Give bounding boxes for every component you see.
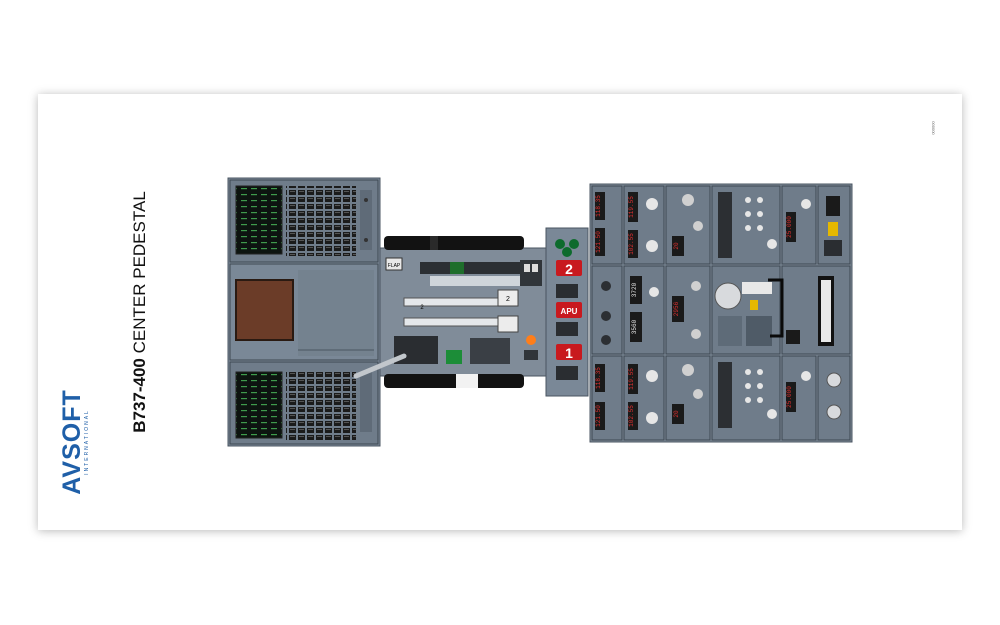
fire-control-panel: 2 APU 1 <box>545 227 589 397</box>
fire-handle-label-1: 1 <box>565 345 573 361</box>
parking-brake-light[interactable] <box>446 350 462 364</box>
adf-readout-2: 3560 <box>631 319 638 334</box>
throttle-quadrant: FLAP 2 2 <box>353 236 547 388</box>
throttle-label-2: 2 <box>420 305 424 311</box>
right-module: 118.35 121.50 119.55 102.55 20 <box>589 183 853 443</box>
vhf2-readout-b: 102.55 <box>628 233 635 255</box>
dme-readout-bottom: 20 <box>673 410 680 418</box>
vhf3-readout-top: 25.000 <box>786 216 793 238</box>
cdu-lower <box>229 361 379 445</box>
vhf4-readout-a: 118.35 <box>595 367 602 389</box>
throttle-levers[interactable]: 2 2 <box>403 289 519 333</box>
apu-label: APU <box>561 307 578 316</box>
transponder-readout: 3720 <box>631 282 638 297</box>
engine-2-fire-handle[interactable] <box>556 260 582 276</box>
warning-light <box>526 335 536 345</box>
rudder-trim-handle[interactable] <box>768 278 784 338</box>
vhf3-readout-bottom: 25.000 <box>786 386 793 408</box>
engine-1-fire-handle[interactable] <box>556 344 582 360</box>
trim-wheel-top[interactable] <box>384 236 524 250</box>
dme-readout-top: 20 <box>673 242 680 250</box>
parking-brake-handle[interactable] <box>353 353 407 379</box>
fire-handle-label-2: 2 <box>565 261 573 277</box>
adf-readout: 2956 <box>673 301 680 316</box>
vhf5-readout-b: 102.55 <box>628 405 635 427</box>
top-row-panels: 118.35 121.50 119.55 102.55 20 <box>591 185 851 265</box>
middle-row-panels: 3720 3560 2956 <box>591 265 851 355</box>
weather-radar-panel <box>229 263 379 361</box>
apu-fire-handle[interactable] <box>556 302 582 318</box>
bottom-row-panels: 118.35 121.50 119.55 102.55 20 <box>591 355 851 441</box>
trim-wheel-bottom[interactable] <box>384 374 524 388</box>
vhf1-readout-b: 121.50 <box>595 231 602 253</box>
cdu-upper <box>229 179 379 263</box>
stabilizer-trim-wheel[interactable] <box>714 282 742 310</box>
vhf2-readout-a: 119.55 <box>628 196 635 218</box>
left-module <box>227 177 381 447</box>
throttle-label-1: 2 <box>506 296 510 303</box>
vhf4-readout-b: 121.50 <box>595 405 602 427</box>
vhf1-readout-a: 118.35 <box>595 195 602 217</box>
vhf5-readout-a: 119.55 <box>628 368 635 390</box>
flap-label: FLAP <box>388 263 401 269</box>
